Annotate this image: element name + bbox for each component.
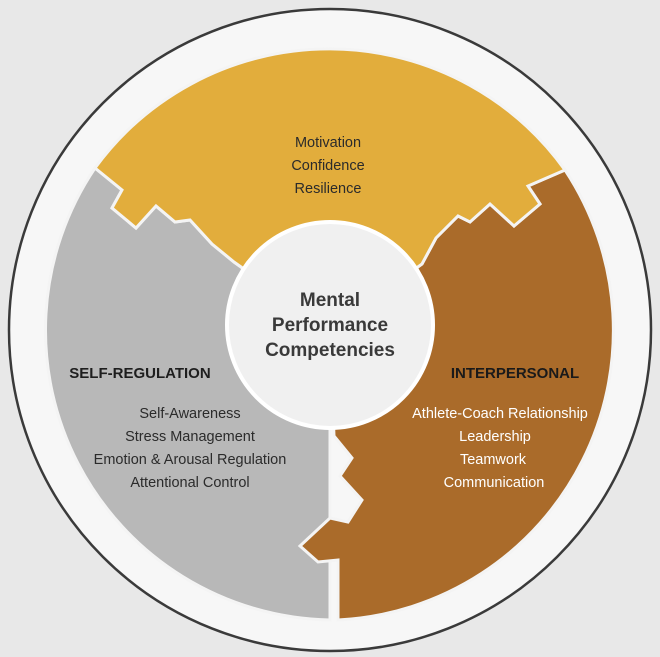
- segment-interpersonal: [297, 168, 615, 622]
- top-item-2: Confidence: [291, 158, 364, 174]
- left-heading: SELF-REGULATION: [69, 365, 210, 382]
- left-item-4: Attentional Control: [130, 475, 249, 491]
- left-item-1: Self-Awareness: [139, 406, 240, 422]
- right-item-1: Athlete-Coach Relationship: [412, 406, 588, 422]
- left-item-3: Emotion & Arousal Regulation: [94, 452, 287, 468]
- center-line-3: Competencies: [265, 340, 395, 361]
- center-line-2: Performance: [272, 315, 388, 336]
- left-item-2: Stress Management: [125, 429, 255, 445]
- top-item-3: Resilience: [295, 181, 362, 197]
- right-item-2: Leadership: [459, 429, 531, 445]
- center-line-1: Mental: [300, 290, 360, 311]
- top-item-1: Motivation: [295, 135, 361, 151]
- right-item-4: Communication: [444, 475, 545, 491]
- center-hub: [225, 220, 435, 430]
- right-heading: INTERPERSONAL: [451, 365, 579, 382]
- right-item-3: Teamwork: [460, 452, 527, 468]
